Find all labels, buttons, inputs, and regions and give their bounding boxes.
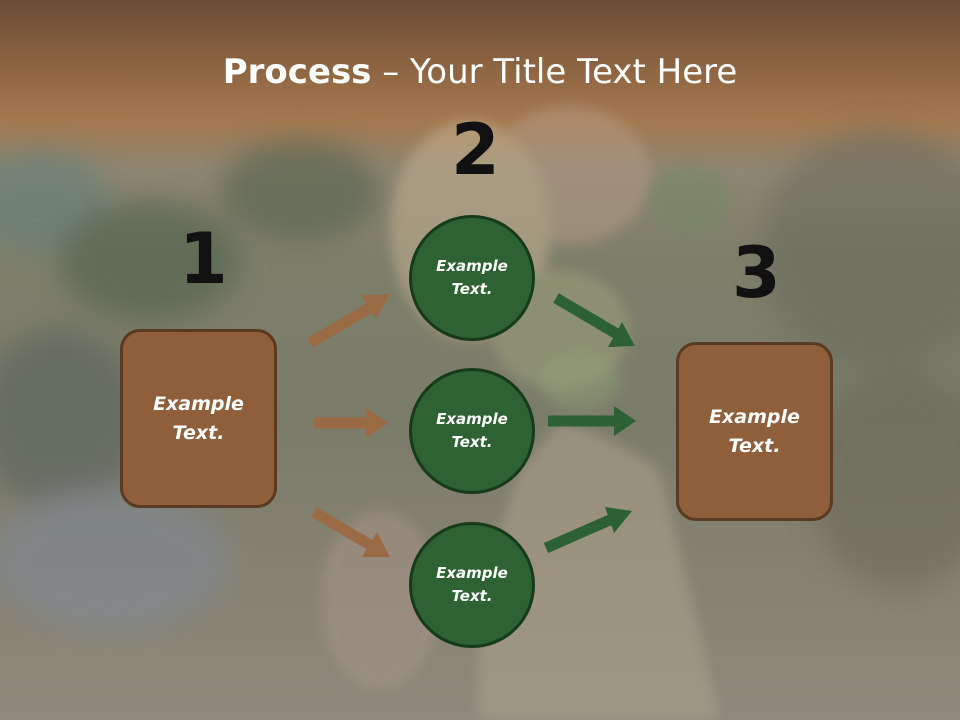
- green-arrow-right: [548, 406, 636, 436]
- brown-arrow-right: [314, 408, 388, 438]
- green-arrow-down: [553, 293, 635, 347]
- step-3-text: Example Text.: [709, 405, 800, 457]
- green-arrow-up: [543, 507, 632, 554]
- step-1-text: Example Text.: [153, 392, 244, 444]
- circle-bottom-text: Example Text.: [436, 564, 508, 605]
- step-number-2: 2: [451, 109, 500, 191]
- title-rest: – Your Title Text Here: [371, 52, 738, 92]
- step-number-3: 3: [732, 232, 781, 314]
- step-1-box: Example Text.: [120, 329, 277, 508]
- step-3-box: Example Text.: [676, 342, 833, 521]
- title-bold: Process: [222, 52, 372, 92]
- circle-top-text: Example Text.: [436, 257, 508, 298]
- circle-top: Example Text.: [409, 215, 535, 341]
- slide-title: Process – Your Title Text Here: [0, 52, 960, 92]
- brown-arrow-up: [307, 294, 390, 348]
- brown-arrow-down: [311, 507, 390, 557]
- circle-middle: Example Text.: [409, 368, 535, 494]
- circle-bottom: Example Text.: [409, 522, 535, 648]
- step-number-1: 1: [179, 218, 228, 300]
- circle-middle-text: Example Text.: [436, 410, 508, 451]
